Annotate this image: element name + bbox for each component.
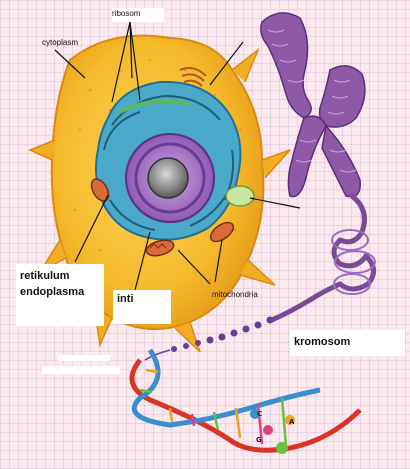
nucleolus	[148, 158, 188, 198]
dna-helix: G C A	[132, 350, 360, 454]
blank-label-patch-2	[42, 366, 120, 374]
label-retikulum-line1: retikulum	[20, 270, 70, 282]
label-kromosom: kromosom	[294, 336, 350, 348]
dna-base-label-a: A	[289, 418, 295, 426]
label-ribosome: ribosom	[112, 9, 140, 18]
label-mitochondria: mitochondria	[212, 290, 258, 299]
chromosome	[261, 13, 365, 197]
blank-label-patch	[58, 355, 110, 361]
label-inti: inti	[117, 293, 134, 305]
label-retikulum-line2: endoplasma	[20, 286, 84, 298]
dna-base-label-g: G	[256, 436, 262, 444]
dna-strand-red	[132, 360, 360, 450]
vesicle	[226, 186, 254, 206]
dna-base-label-c: C	[257, 410, 262, 418]
label-cytoplasm: cytoplasm	[42, 38, 78, 47]
dna-strand-blue	[134, 350, 320, 425]
chromatin-fiber	[272, 196, 374, 320]
